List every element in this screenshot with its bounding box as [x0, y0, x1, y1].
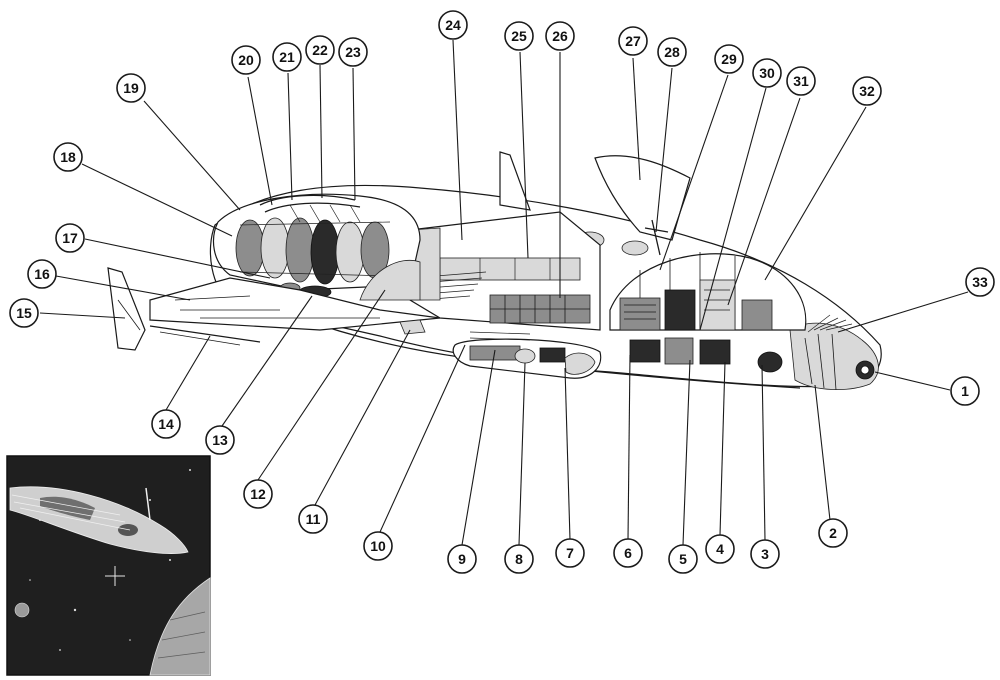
- callout-label: 16: [34, 266, 50, 282]
- callout-label: 20: [238, 52, 254, 68]
- callout: 6: [613, 538, 643, 568]
- callout-label: 15: [16, 305, 32, 321]
- callout-label: 31: [793, 73, 809, 89]
- coolant-tank: [359, 259, 421, 301]
- lower-deck-machinery: [629, 339, 661, 363]
- callout: 18: [53, 142, 83, 172]
- callout: 29: [714, 44, 744, 74]
- callout: 14: [151, 409, 181, 439]
- sensor-pod: [757, 351, 783, 373]
- callout-label: 18: [60, 149, 76, 165]
- callout: 23: [338, 37, 368, 67]
- callout-label: 21: [279, 49, 295, 65]
- callout: 24: [438, 10, 468, 40]
- dorsal-fin: [499, 151, 531, 211]
- callout: 31: [786, 66, 816, 96]
- callout-label: 6: [624, 545, 632, 561]
- callout: 16: [27, 259, 57, 289]
- callout: 13: [205, 425, 235, 455]
- callout-label: 4: [716, 541, 724, 557]
- callout-label: 12: [250, 486, 266, 502]
- callout-label: 28: [664, 44, 680, 60]
- instrument-panel: [699, 279, 736, 331]
- callout-label: 5: [679, 551, 687, 567]
- callout-label: 9: [458, 551, 466, 567]
- intake-scoop: [564, 352, 596, 375]
- ship-illustration: [107, 151, 882, 391]
- callout: 26: [545, 21, 575, 51]
- porthole: [621, 240, 649, 256]
- callout-label: 10: [370, 538, 386, 554]
- callout-label: 1: [961, 383, 969, 399]
- callout-label: 23: [345, 44, 361, 60]
- callout-label: 7: [566, 545, 574, 561]
- callout: 4: [705, 534, 735, 564]
- callout: 19: [116, 73, 146, 103]
- flight-console: [619, 297, 661, 331]
- callout: 22: [305, 35, 335, 65]
- callout: 30: [752, 58, 782, 88]
- callout-label: 8: [515, 551, 523, 567]
- callout-label: 22: [312, 42, 328, 58]
- callout: 10: [363, 531, 393, 561]
- callout-label: 14: [158, 416, 174, 432]
- callout: 25: [504, 21, 534, 51]
- callout-label: 11: [306, 511, 321, 527]
- leader-lines: [39, 39, 969, 546]
- callout: 28: [657, 37, 687, 67]
- callout: 20: [231, 45, 261, 75]
- callout: 9: [447, 544, 477, 574]
- callout-label: 2: [829, 525, 837, 541]
- spaceship-in-space-inset: [6, 455, 211, 676]
- callout-label: 27: [625, 33, 641, 49]
- callout-label: 30: [759, 65, 775, 81]
- callout: 32: [852, 76, 882, 106]
- callout: 8: [504, 544, 534, 574]
- nose-antenna-array: [807, 314, 853, 333]
- pilot-seat: [664, 289, 696, 331]
- callout-label: 3: [761, 546, 769, 562]
- callout-label: 29: [721, 51, 737, 67]
- callout: 12: [243, 479, 273, 509]
- callout-label: 32: [859, 83, 875, 99]
- callout: 17: [55, 223, 85, 253]
- callout: 7: [555, 538, 585, 568]
- callout-label: 13: [212, 432, 228, 448]
- tail-fin: [107, 267, 146, 351]
- callout: 15: [9, 298, 39, 328]
- callout: 27: [618, 26, 648, 56]
- callout: 3: [750, 539, 780, 569]
- callout: 5: [668, 544, 698, 574]
- callout-label: 26: [552, 28, 568, 44]
- callout: 21: [272, 42, 302, 72]
- reactor-rings: [235, 217, 390, 285]
- callout-label: 25: [511, 28, 527, 44]
- bunk-module: [439, 257, 581, 281]
- nav-station: [741, 299, 773, 331]
- callout-label: 17: [62, 230, 78, 246]
- landing-wheel: [514, 348, 536, 364]
- callout: 33: [965, 267, 995, 297]
- callout-label: 33: [972, 274, 988, 290]
- callout: 1: [950, 376, 980, 406]
- callout-label: 19: [123, 80, 139, 96]
- callout: 2: [818, 518, 848, 548]
- callout: 11: [298, 504, 328, 534]
- callout-label: 24: [445, 17, 461, 33]
